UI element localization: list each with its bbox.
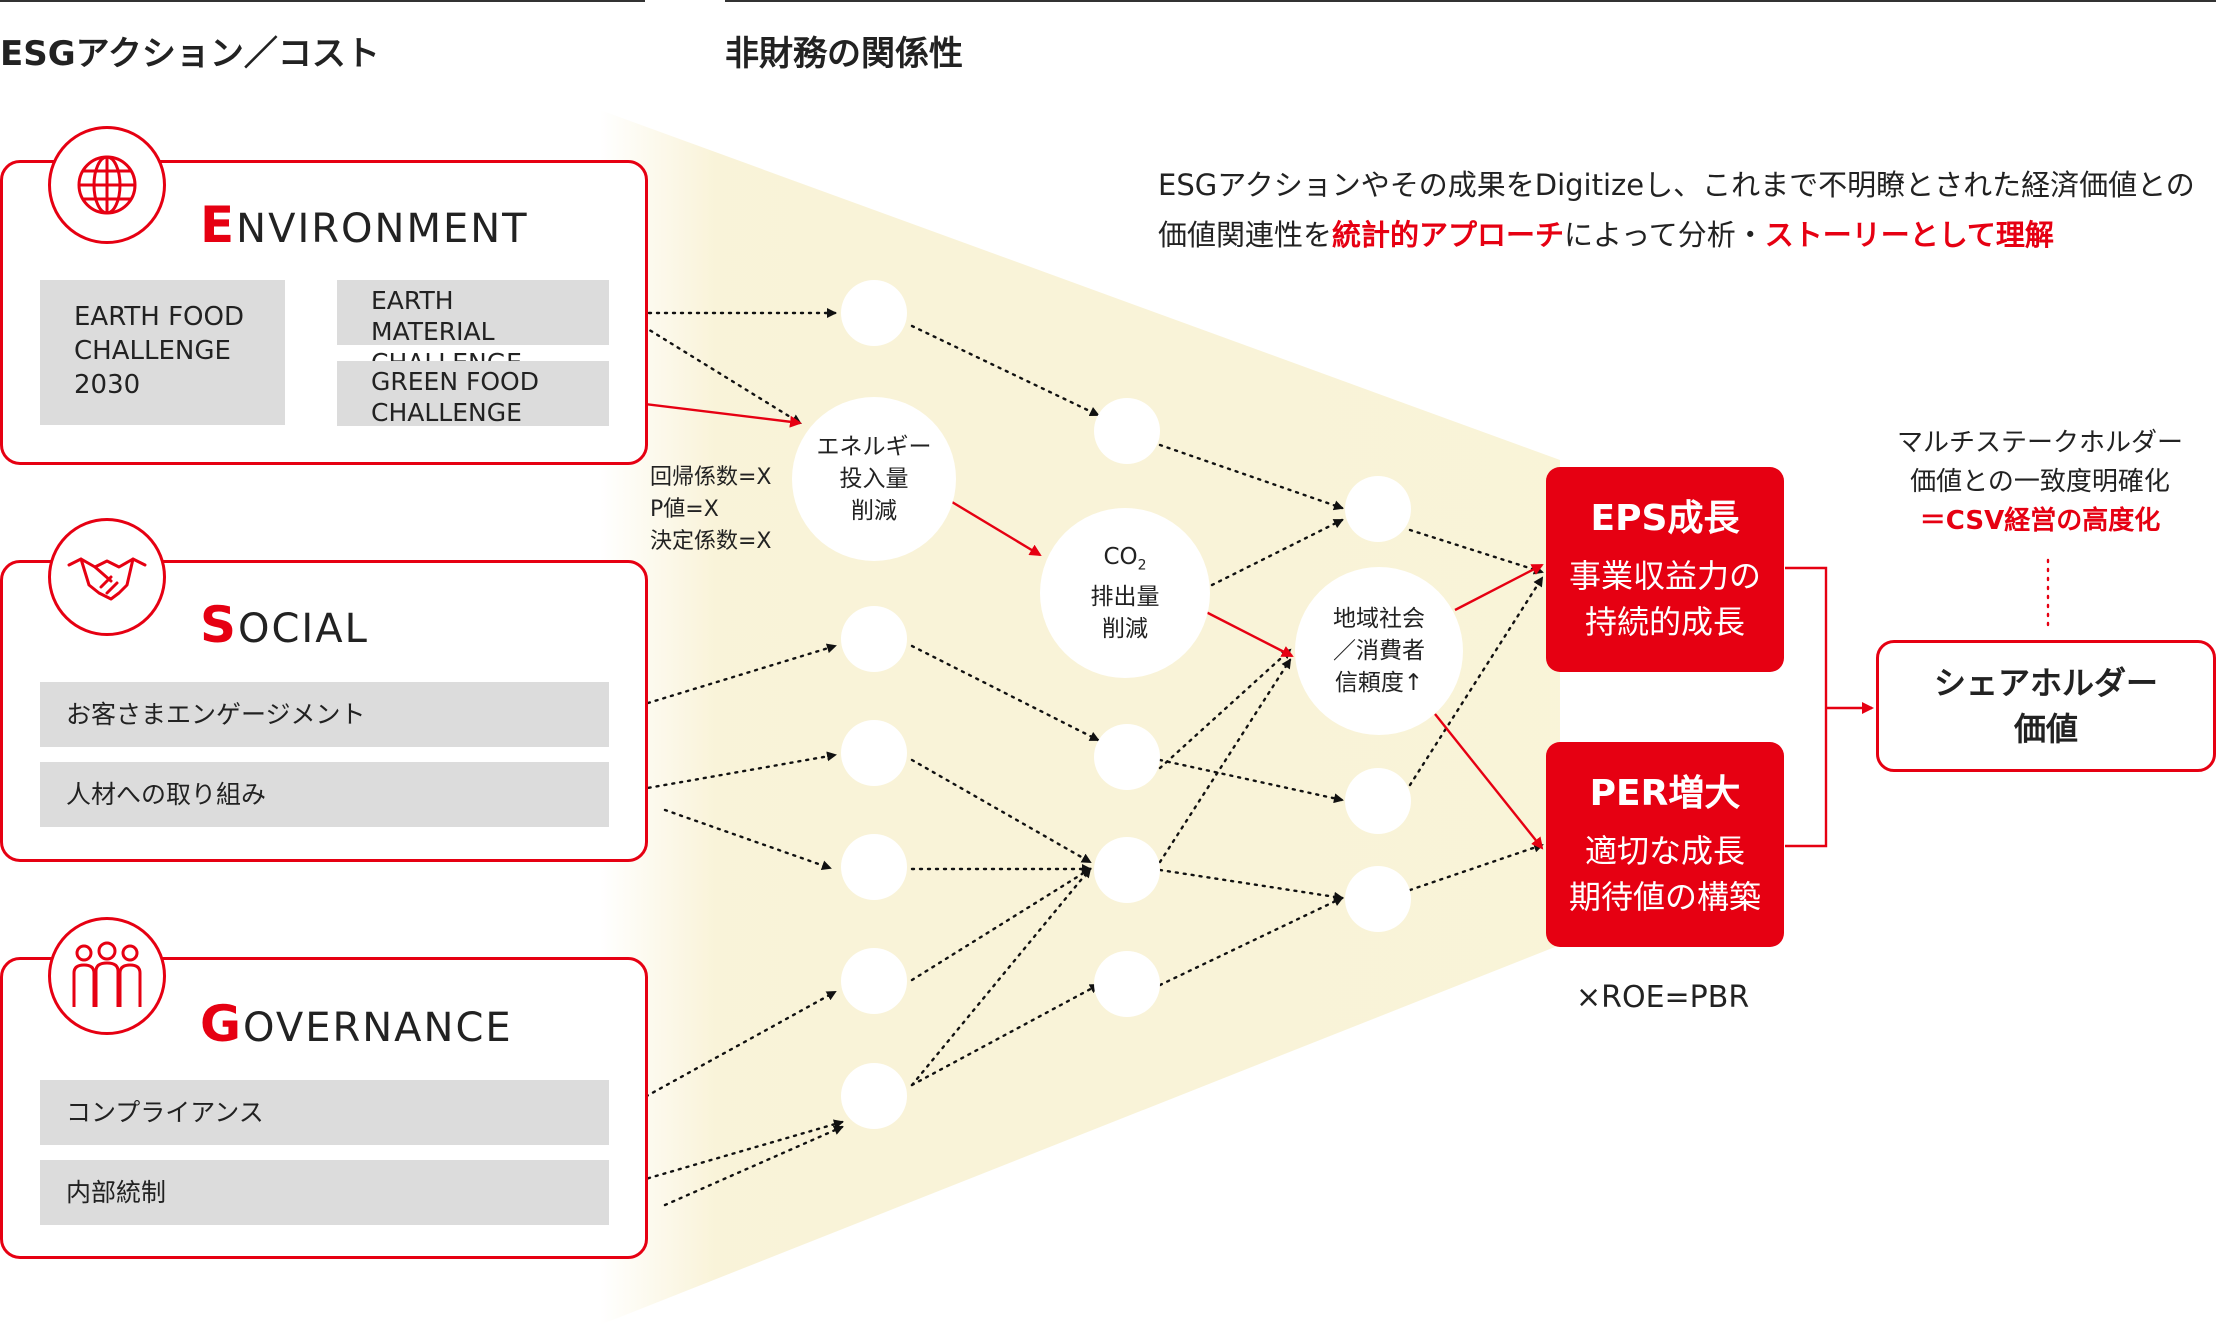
connector xyxy=(1158,443,1344,511)
header-rule-right xyxy=(725,0,2216,2)
governance-title: GOVERNANCE xyxy=(200,995,513,1053)
node-energy-reduction: エネルギー 投入量 削減 xyxy=(792,397,956,561)
connector xyxy=(1158,758,1344,804)
node-l2-4 xyxy=(1094,837,1160,903)
merge-bracket xyxy=(1785,566,1828,848)
multi-stakeholder-text: マルチステークホルダー 価値との一致度明確化 ＝CSV経営の高度化 xyxy=(1896,428,2183,536)
connector xyxy=(623,1119,844,1187)
environment-title: ENVIRONMENT xyxy=(200,196,529,254)
node-co2-reduction: CO2 排出量 削減 xyxy=(1040,508,1210,678)
red-arrow xyxy=(951,500,1042,557)
node-community-trust: 地域社会 ／消費者 信頼度↑ xyxy=(1295,567,1463,735)
node-l2-1 xyxy=(1094,398,1160,464)
connector xyxy=(910,867,1092,982)
customer-engagement-box: お客さまエンゲージメント xyxy=(40,682,609,747)
roe-pbr-formula: ×ROE=PBR xyxy=(1576,980,1750,1015)
connector xyxy=(1158,868,1344,902)
connector xyxy=(623,990,837,1110)
green-food-challenge-box: GREEN FOOD CHALLENGE xyxy=(337,361,609,427)
header-esg-cost: ESGアクション／コスト xyxy=(0,34,380,74)
earth-material-challenge-box: EARTH MATERIAL CHALLENGE xyxy=(337,280,609,377)
connector xyxy=(663,1125,844,1207)
node-l1-7 xyxy=(841,1063,907,1129)
handshake-icon xyxy=(48,518,166,636)
human-capital-box: 人材への取り組み xyxy=(40,762,609,827)
shareholder-value-box: シェアホルダー 価値 xyxy=(1876,640,2216,772)
connector xyxy=(1408,528,1544,575)
connector xyxy=(663,808,832,871)
connector xyxy=(1158,896,1344,987)
red-arrow xyxy=(1454,563,1544,612)
connector xyxy=(1408,576,1544,787)
globe-icon xyxy=(48,126,166,244)
connector xyxy=(910,867,1092,1087)
header-nonfinancial: 非財務の関係性 xyxy=(725,34,963,74)
node-l1-6 xyxy=(841,948,907,1014)
connector xyxy=(1158,658,1292,864)
node-l3-3 xyxy=(1345,768,1411,834)
internal-control-box: 内部統制 xyxy=(40,1160,609,1225)
red-arrow xyxy=(1205,610,1294,658)
node-l2-3 xyxy=(1094,724,1160,790)
node-l1-3 xyxy=(841,606,907,672)
connector xyxy=(628,316,802,425)
node-l1-1 xyxy=(841,280,907,346)
connector xyxy=(1210,518,1344,587)
connector xyxy=(910,324,1100,417)
connector xyxy=(910,983,1100,1087)
node-l1-5 xyxy=(841,834,907,900)
eps-growth-box: EPS成長 事業収益力の 持続的成長 xyxy=(1546,467,1784,672)
node-l2-5 xyxy=(1094,951,1160,1017)
earth-food-challenge-box: EARTH FOOD CHALLENGE 2030 xyxy=(40,280,285,425)
red-arrow xyxy=(1434,713,1544,850)
connector xyxy=(623,643,837,712)
description-text: ESGアクションやその成果をDigitizeし、これまで不明瞭とされた経済価値と… xyxy=(1158,168,2195,252)
node-l3-4 xyxy=(1345,866,1411,932)
social-title: SOCIAL xyxy=(200,596,369,654)
connector xyxy=(910,758,1092,864)
compliance-box: コンプライアンス xyxy=(40,1080,609,1145)
connector xyxy=(1408,842,1544,892)
connector xyxy=(623,751,837,794)
connector xyxy=(1158,648,1292,770)
node-l1-4 xyxy=(841,720,907,786)
node-l3-1 xyxy=(1345,476,1411,542)
header-rule-left xyxy=(0,0,645,2)
regression-stats: 回帰係数=X P値=X 決定係数=X xyxy=(650,465,772,554)
people-group-icon xyxy=(48,917,166,1035)
per-growth-box: PER増大 適切な成長 期待値の構築 xyxy=(1546,742,1784,947)
connector xyxy=(910,644,1100,742)
